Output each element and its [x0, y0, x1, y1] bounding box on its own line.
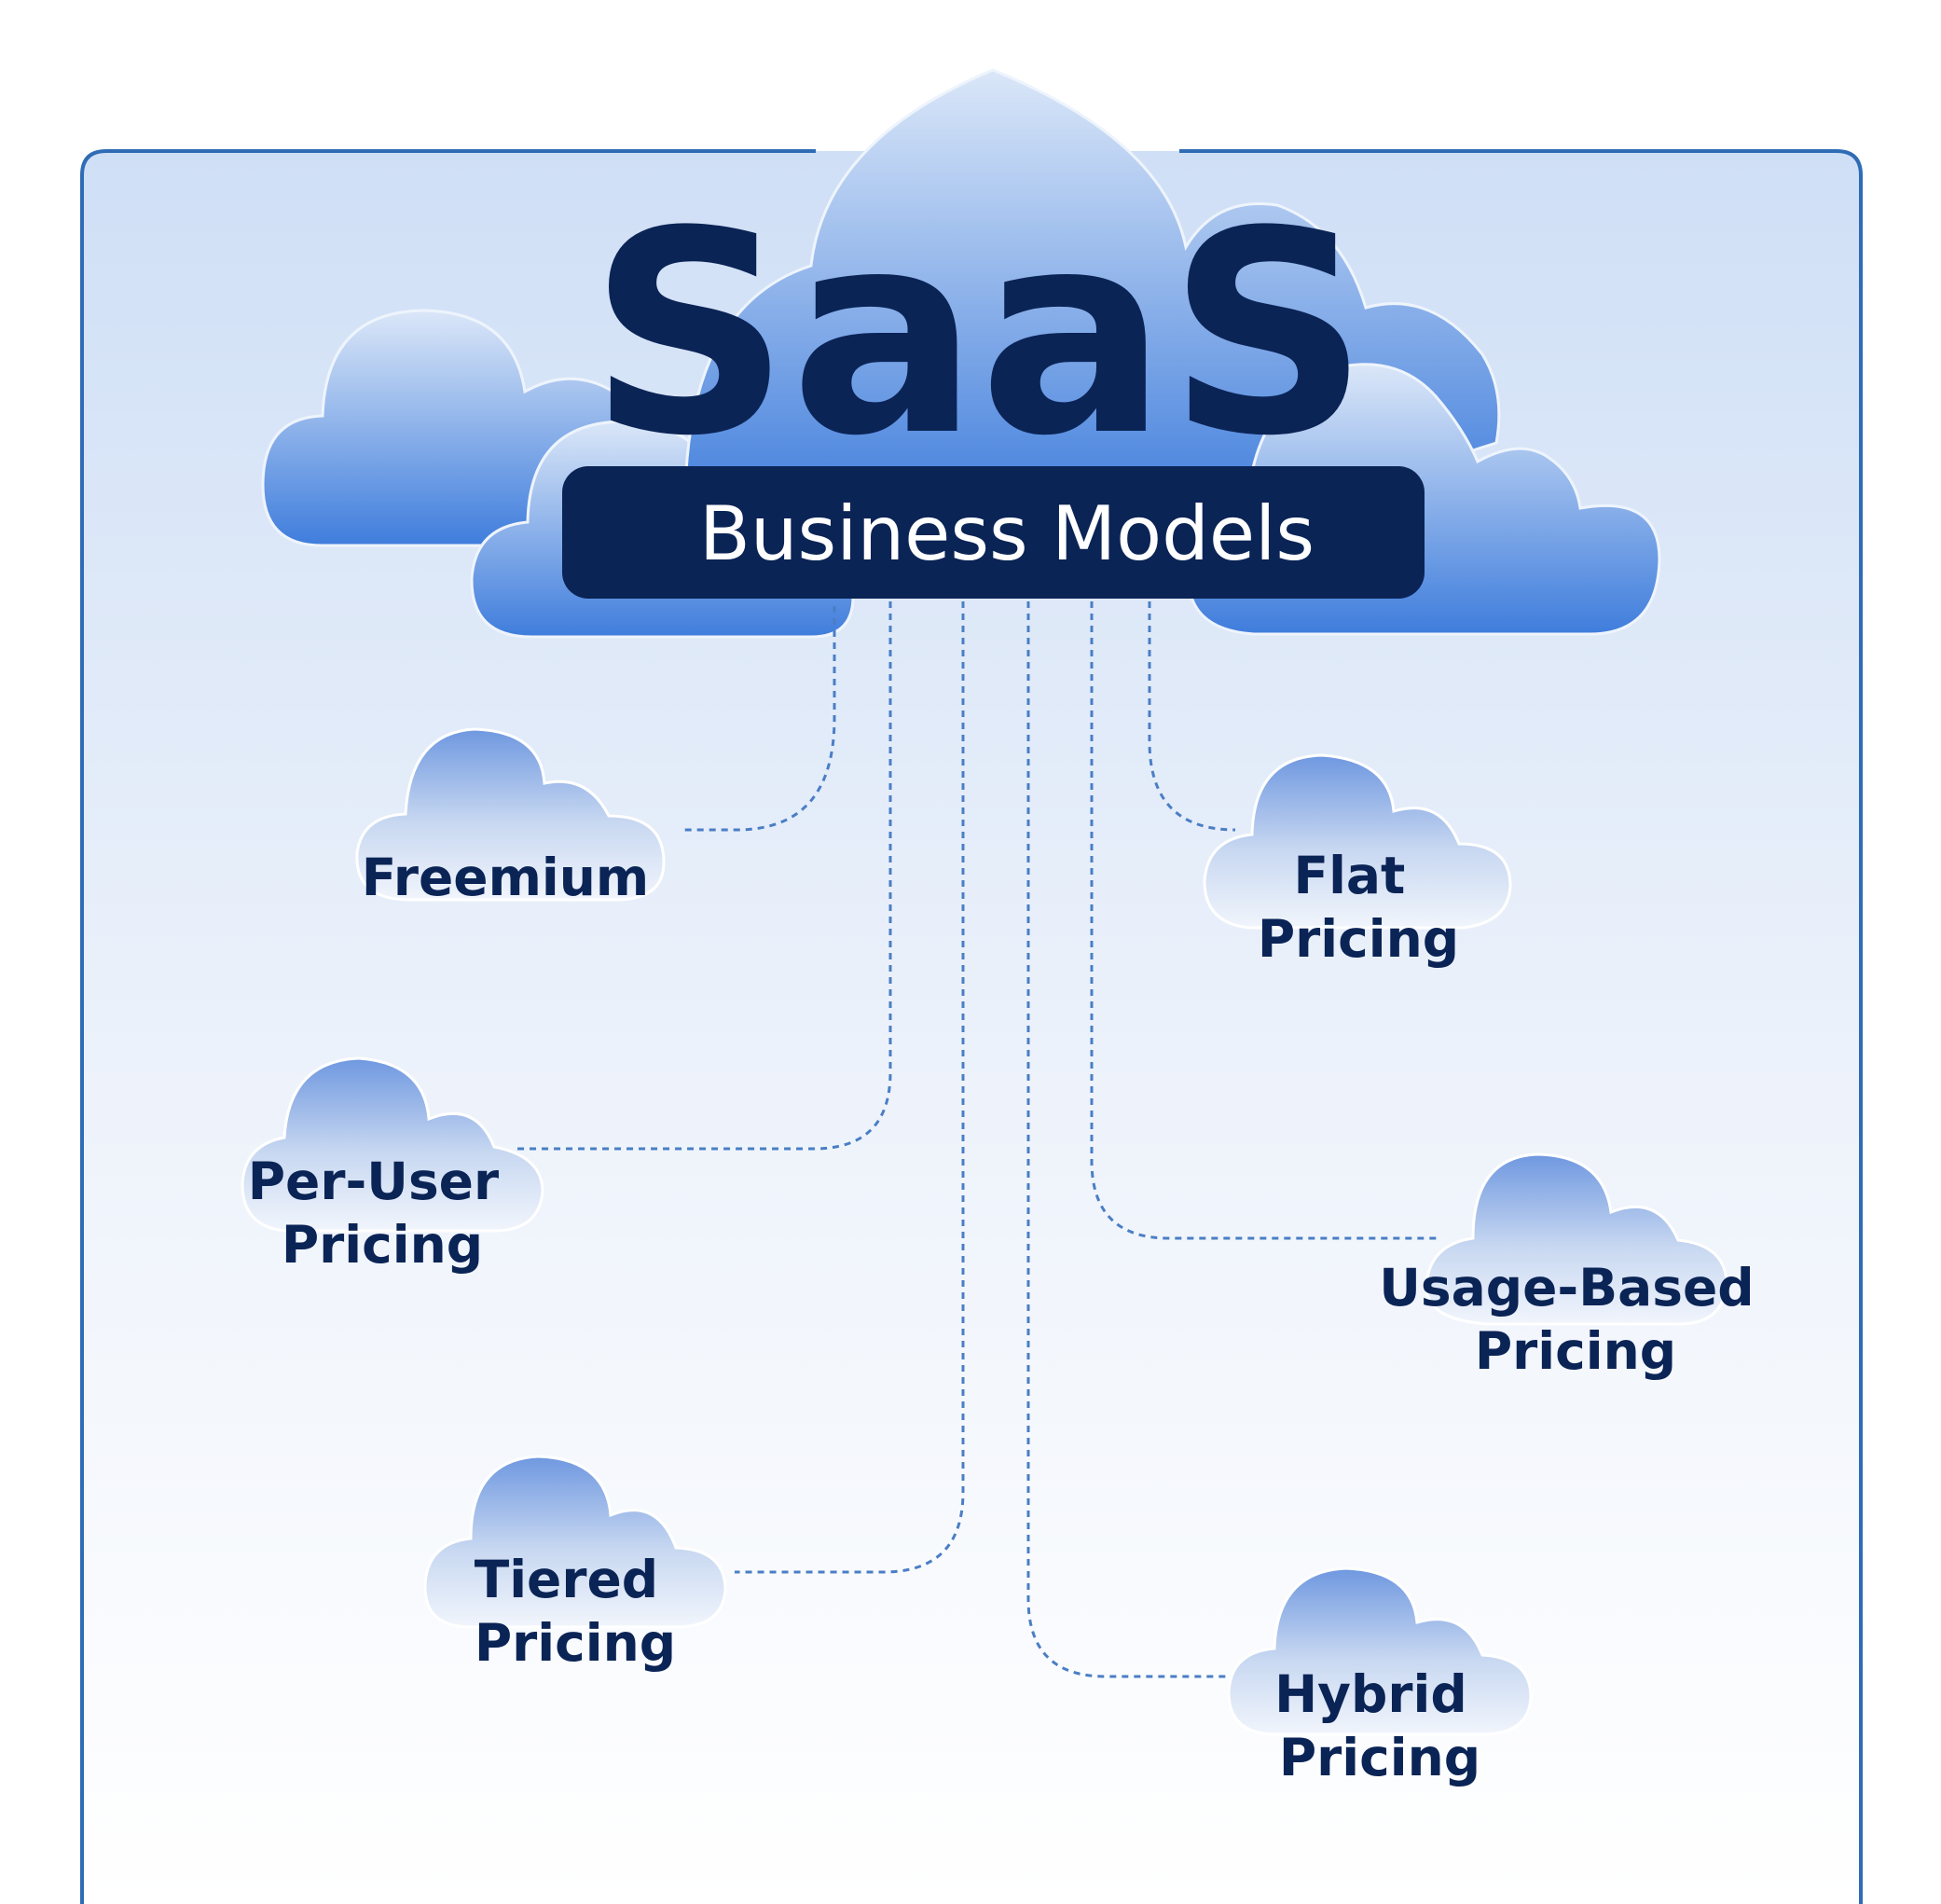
page-title: SaaS [588, 172, 1369, 497]
cloud-freemium [355, 727, 666, 902]
connector-tiered [735, 601, 965, 1574]
connector-per-user [517, 601, 892, 1151]
label-per-user: Per-User Pricing [248, 1152, 517, 1275]
frame-border [80, 149, 1863, 1904]
label-flat: Flat Pricing [1258, 846, 1459, 969]
connector-freemium [681, 606, 836, 832]
label-tiered: Tiered Pricing [475, 1550, 677, 1673]
cloud-hybrid [1227, 1566, 1533, 1736]
subtitle-badge [562, 466, 1425, 599]
connector-hybrid [1026, 601, 1226, 1678]
model-labels: Freemium Per-User Pricing Tiered Pricing… [248, 846, 1772, 1787]
subtitle: Business Models [699, 490, 1315, 577]
label-usage-based: Usage-Based Pricing [1379, 1258, 1772, 1381]
connector-flat [1148, 601, 1236, 832]
connector-usage-based [1090, 601, 1440, 1240]
label-hybrid: Hybrid Pricing [1274, 1664, 1485, 1787]
connectors [517, 601, 1440, 1678]
cloud-usage-based [1425, 1152, 1728, 1326]
cloud-tiered [423, 1455, 727, 1629]
model-clouds [241, 727, 1728, 1736]
cloud-flat [1203, 753, 1512, 930]
label-freemium: Freemium [362, 848, 649, 907]
cloud-per-user [241, 1056, 544, 1233]
